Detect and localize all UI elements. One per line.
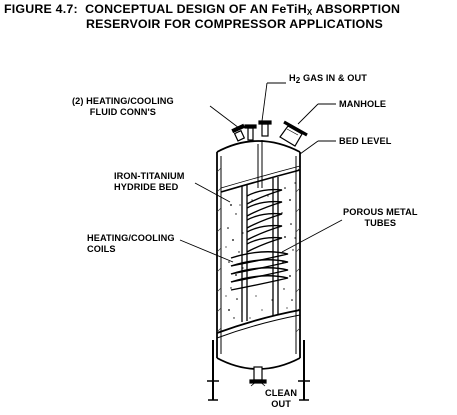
label-h2-subscript: 2 [295,76,301,85]
label-cleanout-line-2: OUT [271,398,291,409]
formula-subscript: X [306,8,313,17]
label-h2-prefix: H [289,73,296,83]
label-coils-line-2: COILS [87,243,116,254]
label-coils-line-1: HEATING/COOLING [87,233,175,243]
figure-number: FIGURE 4.7: [4,2,78,16]
label-fluid-connections-line-2: FLUID CONN'S [89,106,156,117]
figure-title-line-1: FIGURE 4.7: CONCEPTUAL DESIGN OF AN FeTi… [4,2,457,17]
label-h2-suffix: GAS IN & OUT [300,73,367,83]
fluid-connection-nozzles [231,120,272,142]
label-cleanout: CLEAN OUT [265,388,297,409]
bed-bottom-plate [216,309,301,339]
cleanout-nozzle [249,366,267,387]
label-porous-tubes: POROUS METAL TUBES [343,207,418,228]
leader-lines [179,82,343,263]
bed-level-line [220,165,301,193]
label-porous-tubes-line-2: TUBES [364,217,397,228]
h2-gas-nozzle [244,124,257,141]
label-bed-level: BED LEVEL [339,136,392,146]
label-fluid-connections: (2) HEATING/COOLING FLUID CONN'S [72,96,174,117]
label-h2-gas: H2 GAS IN & OUT [289,73,367,85]
label-porous-tubes-line-1: POROUS METAL [343,207,418,217]
figure-title-part-2: ABSORPTION [312,2,401,16]
porous-metal-tubes [241,177,279,322]
figure-title-part-1: CONCEPTUAL DESIGN OF AN [85,2,272,16]
manhole-nozzle [279,120,308,147]
heating-cooling-coil [230,140,289,291]
label-manhole: MANHOLE [339,99,387,109]
hydride-bed-granules [225,182,297,319]
figure-title-line-2: RESERVOIR FOR COMPRESSOR APPLICATIONS [86,17,384,31]
label-coils: HEATING/COOLING COILS [87,233,175,254]
label-hydride-bed-line-1: IRON-TITANIUM [114,171,185,181]
formula-main: FeTiH [271,2,307,16]
label-cleanout-line-1: CLEAN [265,388,298,398]
label-fluid-connections-line-1: (2) HEATING/COOLING [72,96,174,106]
label-hydride-bed-line-2: HYDRIDE BED [114,181,179,192]
label-hydride-bed: IRON-TITANIUM HYDRIDE BED [114,171,185,192]
support-legs [207,340,310,401]
